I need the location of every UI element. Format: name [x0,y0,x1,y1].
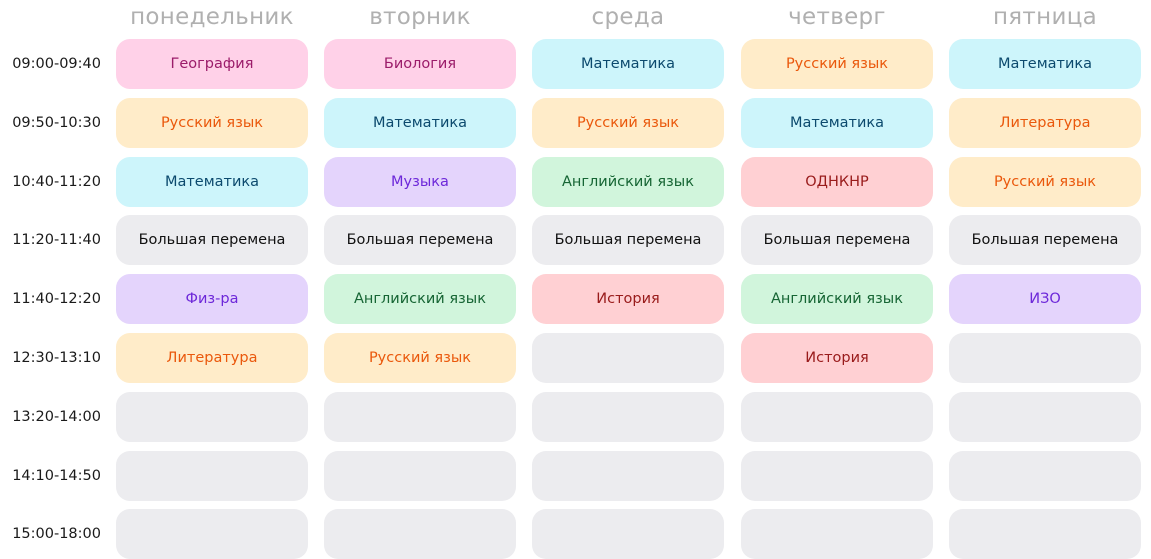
lesson-cell[interactable]: Русский язык [116,97,308,148]
lesson-cell[interactable]: Русский язык [324,333,516,383]
lesson-cell[interactable]: ИЗО [949,274,1141,325]
lesson-cell[interactable]: Большая перемена [532,215,724,266]
day-header-4: пятница [992,4,1098,30]
lesson-cell[interactable]: Большая перемена [324,215,516,266]
lesson-cell[interactable]: Английский язык [741,274,933,325]
empty-lesson-cell[interactable] [116,509,308,559]
lesson-cell[interactable]: ОДНКНР [741,156,933,207]
lesson-cell[interactable]: Литература [949,97,1141,148]
empty-lesson-cell[interactable] [324,391,516,442]
time-slot-label: 10:40-11:20 [12,173,101,190]
lesson-cell[interactable]: Математика [116,156,308,207]
day-header-2: среда [591,4,665,30]
lesson-cell[interactable]: Английский язык [532,156,724,207]
empty-lesson-cell[interactable] [741,450,933,501]
day-header-3: четверг [788,4,886,30]
lesson-cell[interactable]: История [532,274,724,325]
time-slot-label: 12:30-13:10 [12,350,101,366]
lesson-cell[interactable]: Русский язык [949,156,1141,207]
lesson-cell[interactable]: Математика [949,39,1141,89]
empty-lesson-cell[interactable] [532,391,724,442]
empty-lesson-cell[interactable] [949,333,1141,383]
lesson-cell[interactable]: Математика [741,97,933,148]
empty-lesson-cell[interactable] [741,509,933,559]
time-slot-label: 11:20-11:40 [12,232,101,249]
time-slot-label: 11:40-12:20 [12,291,101,308]
lesson-cell[interactable]: Музыка [324,156,516,207]
empty-lesson-cell[interactable] [324,509,516,559]
empty-lesson-cell[interactable] [532,509,724,559]
lesson-cell[interactable]: Русский язык [741,39,933,89]
empty-lesson-cell[interactable] [116,391,308,442]
time-slot-label: 14:10-14:50 [12,467,101,484]
lesson-cell[interactable]: Русский язык [532,97,724,148]
empty-lesson-cell[interactable] [116,450,308,501]
lesson-cell[interactable]: Биология [324,39,516,89]
lesson-cell[interactable]: Большая перемена [949,215,1141,266]
empty-lesson-cell[interactable] [324,450,516,501]
lesson-cell[interactable]: Английский язык [324,274,516,325]
lesson-cell[interactable]: Математика [324,97,516,148]
lesson-cell[interactable]: Большая перемена [116,215,308,266]
empty-lesson-cell[interactable] [949,391,1141,442]
day-header-1: вторник [369,4,471,30]
time-slot-label: 09:50-10:30 [12,114,101,131]
day-header-0: понедельник [130,4,294,30]
time-slot-label: 13:20-14:00 [12,408,101,425]
empty-lesson-cell[interactable] [949,509,1141,559]
lesson-cell[interactable]: Математика [532,39,724,89]
empty-lesson-cell[interactable] [741,391,933,442]
empty-lesson-cell[interactable] [532,450,724,501]
lesson-cell[interactable]: Большая перемена [741,215,933,266]
lesson-cell[interactable]: История [741,333,933,383]
empty-lesson-cell[interactable] [949,450,1141,501]
lesson-cell[interactable]: Литература [116,333,308,383]
lesson-cell[interactable]: Физ-ра [116,274,308,325]
empty-lesson-cell[interactable] [532,333,724,383]
time-slot-label: 15:00-18:00 [12,526,101,543]
time-slot-label: 09:00-09:40 [12,56,101,72]
lesson-cell[interactable]: География [116,39,308,89]
